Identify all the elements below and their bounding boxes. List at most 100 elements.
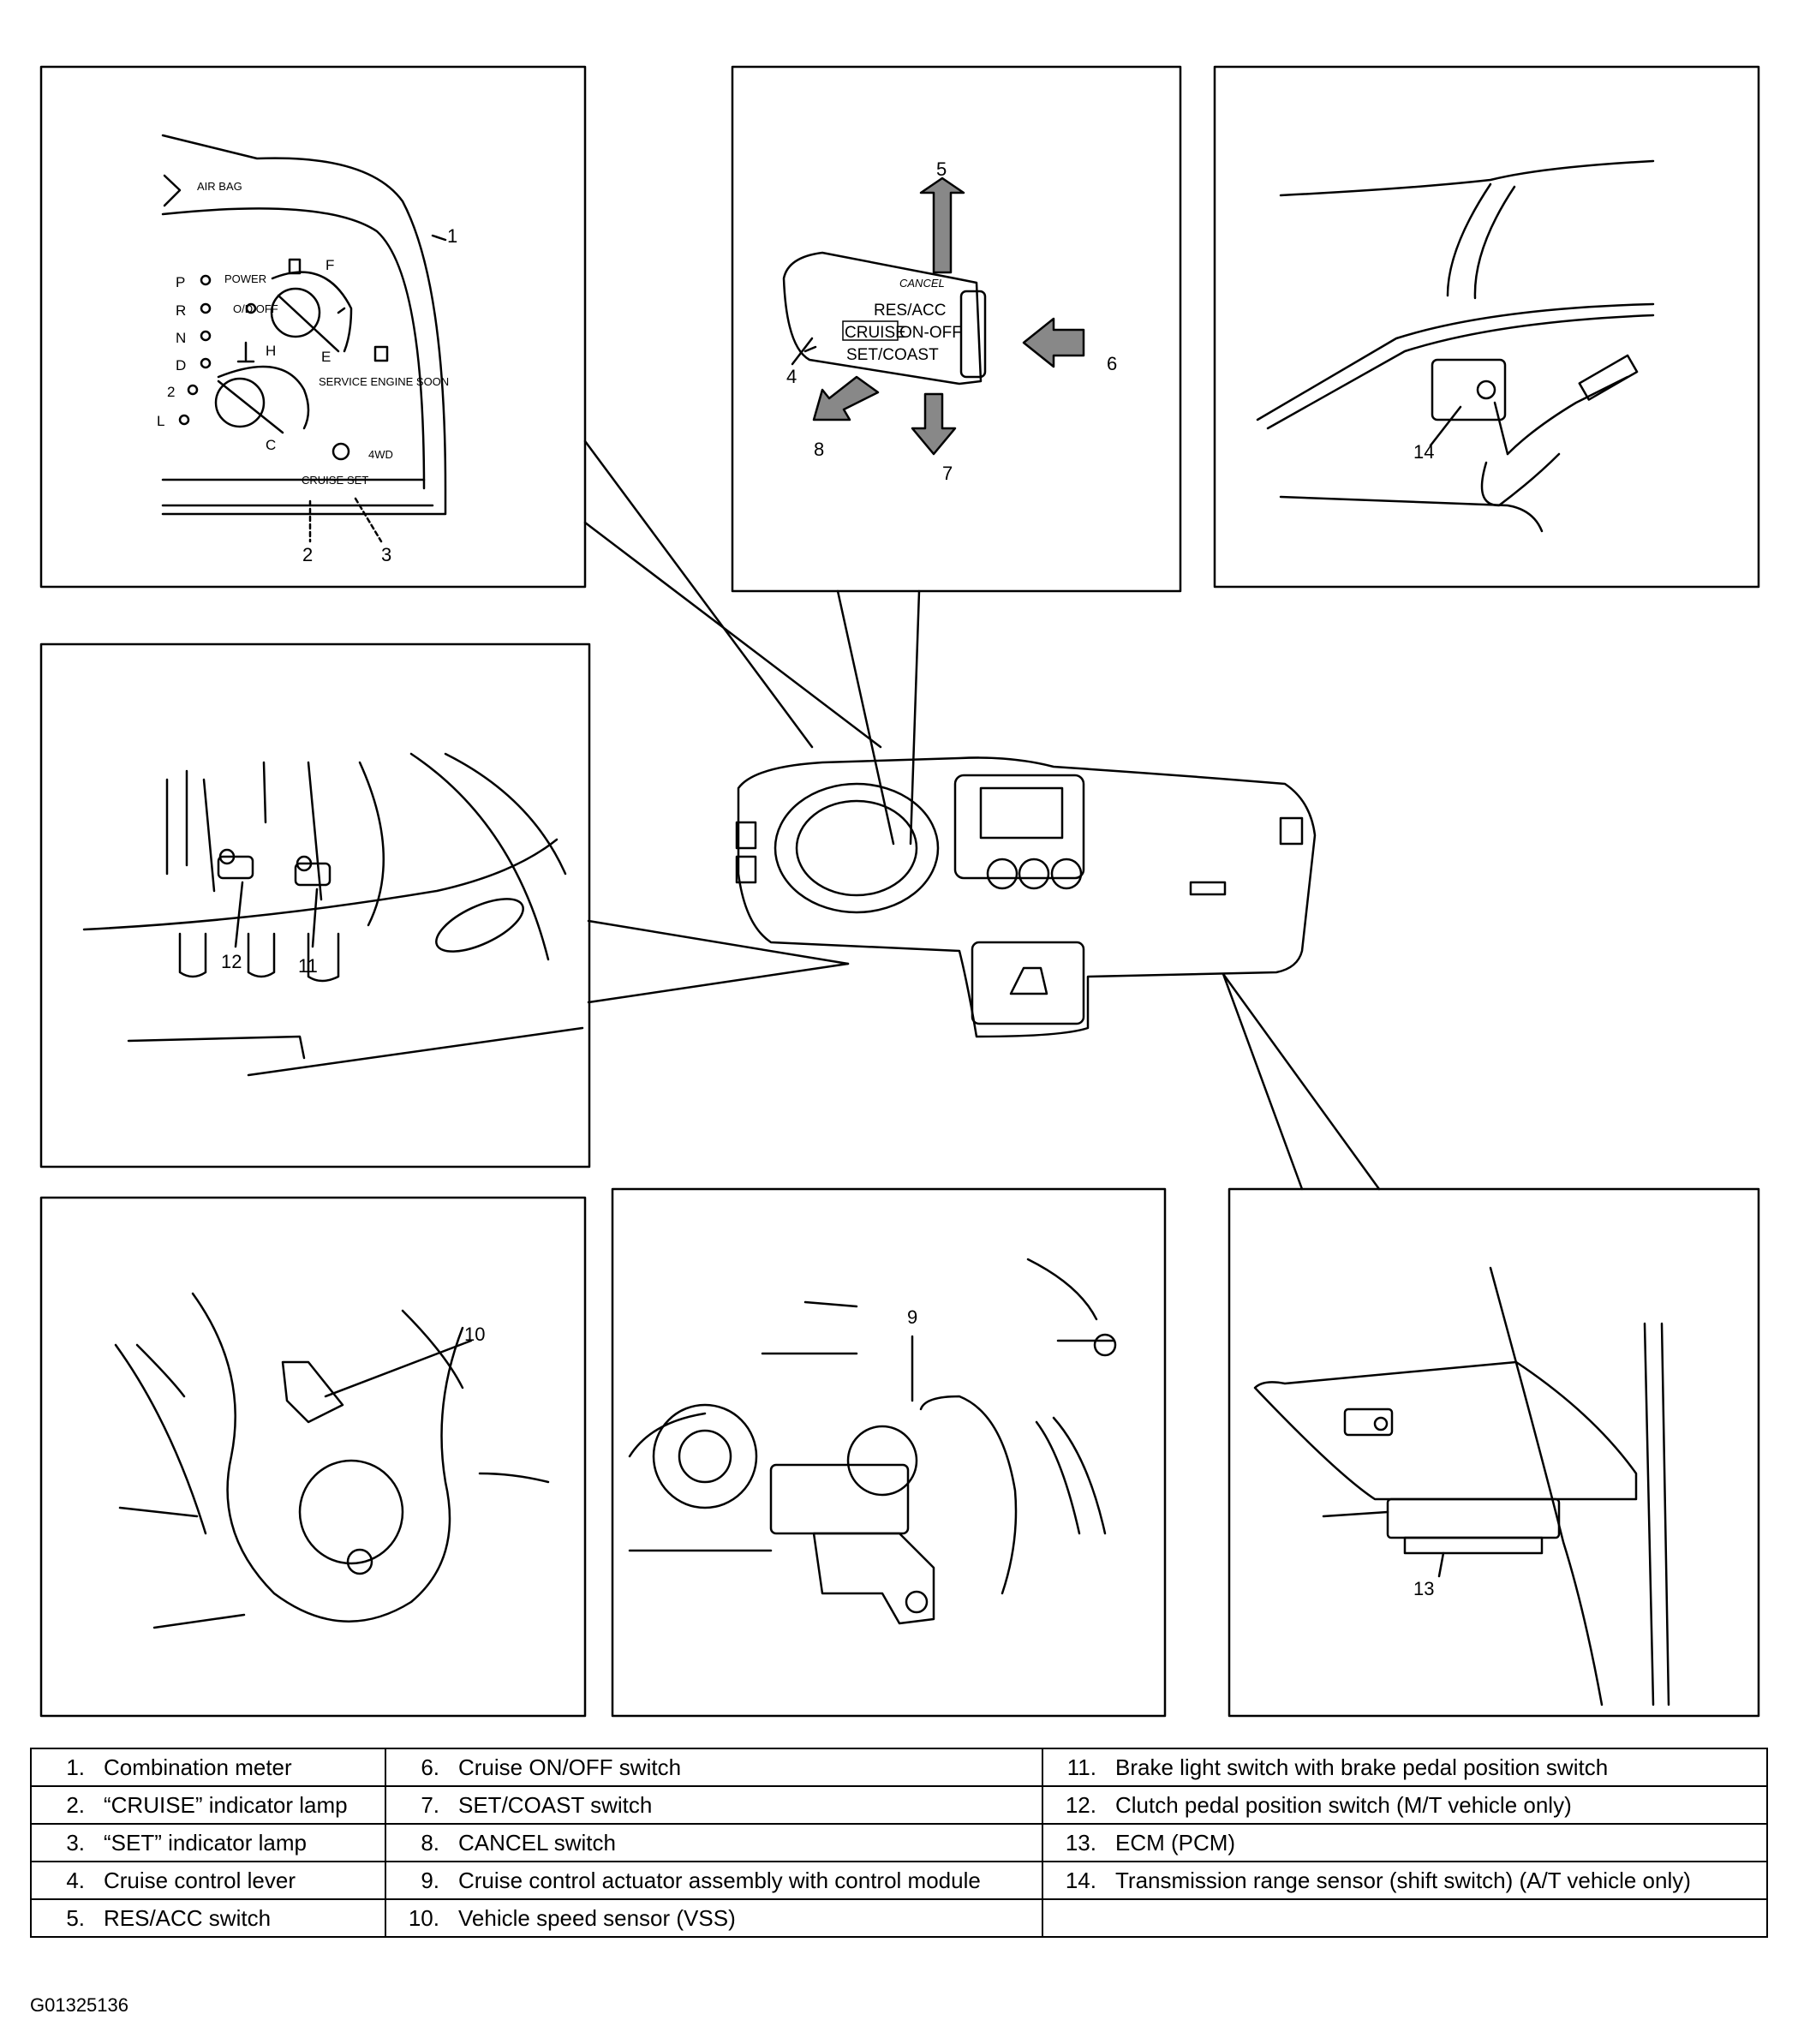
legend-cell: 11. Brake light switch with brake pedal p… [1042,1748,1768,1787]
legend-number: 13. [1065,1829,1096,1856]
actuator-drawing [628,1258,1117,1625]
od-off-text: O/D OFF [233,302,278,315]
gear-2: 2 [167,384,175,400]
cruise-indicator-text: CRUISE [302,474,343,487]
callout-6: 6 [1107,353,1117,374]
legend-number: 5. [66,1904,85,1931]
legend-text: CANCEL switch [458,1829,616,1856]
legend-number: 12. [1065,1791,1096,1818]
callout-8: 8 [814,439,824,460]
ecm-panel [1228,1187,1760,1718]
pedal-switches-drawing [82,752,584,1077]
legend-cell: 2.“CRUISE” indicator lamp [30,1785,386,1825]
cruise-text: CRUISE [845,324,906,342]
vss-drawing [114,1292,550,1629]
res-acc-text: RES/ACC [874,302,946,320]
legend-text: Brake light switch with brake pedal posi… [1115,1754,1609,1780]
legend-number: 4. [66,1867,85,1893]
set-coast-arrow-down-icon [911,392,957,456]
legend-number: 3. [66,1829,85,1856]
legend-cell: 3.“SET” indicator lamp [30,1823,386,1862]
res-acc-arrow-up-icon [919,176,965,274]
trans-sensor-panel [1213,65,1760,589]
on-off-push-arrow-icon [1022,317,1085,368]
fuel-e-text: E [321,349,331,365]
gear-d: D [176,357,186,374]
legend-table: 1. Combination meter 6. Cruise ON/OFF switc… [30,1748,1768,1938]
callout-10: 10 [464,1324,485,1345]
legend-number: 1. [66,1754,85,1780]
legend-cell: 5.RES/ACC switch [30,1898,386,1938]
lever-panel [731,65,1182,593]
legend-number: 6. [421,1754,439,1780]
gear-l: L [157,413,164,429]
set-coast-text: SET/COAST [846,346,939,364]
legend-cell: 7. SET/COAST switch [385,1785,1043,1825]
callout-2: 2 [302,544,313,565]
legend-text: Clutch pedal position switch (M/T vehicl… [1115,1791,1572,1818]
legend-row: 2.“CRUISE” indicator lamp 7. SET/COAST swi… [30,1785,1768,1825]
legend-cell: 8. CANCEL switch [385,1823,1043,1862]
legend-number: 10. [408,1904,439,1931]
actuator-panel [611,1187,1167,1718]
leader-lines [583,439,1381,1191]
dashboard-drawing [735,756,1317,1038]
legend-cell: 6. Cruise ON/OFF switch [385,1748,1043,1787]
legend-text: Combination meter [104,1754,292,1780]
legend-text: ECM (PCM) [1115,1829,1236,1856]
legend-cell: 9. Cruise control actuator assembly with … [385,1861,1043,1900]
gear-p: P [176,274,185,290]
legend-number: 7. [421,1791,439,1818]
callout-3: 3 [381,544,391,565]
temp-h-text: H [266,343,276,359]
legend-number: 11. [1066,1754,1096,1780]
pedal-switch-panel [39,642,591,1168]
callout-9: 9 [907,1306,917,1328]
legend-number: 8. [421,1829,439,1856]
callout-12: 12 [221,951,242,972]
legend-number: 9. [421,1867,439,1893]
legend-text: Cruise control lever [104,1867,296,1893]
legend-text: “CRUISE” indicator lamp [104,1791,348,1818]
legend-row: 3.“SET” indicator lamp 8. CANCEL switch 13.… [30,1823,1768,1862]
service-engine-soon-text: SERVICE ENGINE SOON [319,375,449,388]
lever-labels: 5 6 7 8 4 CANCEL RES/ACC CRUISE ON-OFF S… [786,158,1117,484]
callout-1: 1 [447,225,457,247]
fuel-f-text: F [326,257,334,273]
legend-text: Vehicle speed sensor (VSS) [458,1904,736,1931]
temp-c-text: C [266,437,276,453]
legend-text: Cruise ON/OFF switch [458,1754,682,1780]
legend-cell [1042,1898,1768,1938]
legend-text: SET/COAST switch [458,1791,653,1818]
combination-meter-drawing [161,134,447,543]
airbag-text: AIR BAG [197,180,242,193]
vss-panel [39,1196,587,1718]
legend-number: 14. [1065,1867,1096,1893]
set-indicator-text: SET [347,474,368,487]
legend-cell: 1. Combination meter [30,1748,386,1787]
legend-cell: 13. ECM (PCM) [1042,1823,1768,1862]
callout-14: 14 [1413,441,1434,463]
callout-5: 5 [936,158,947,180]
gear-n: N [176,330,186,346]
legend-text: Transmission range sensor (shift switch)… [1115,1867,1691,1893]
cancel-text: CANCEL [899,277,945,290]
ecm-drawing [1253,1266,1670,1706]
legend-row: 4. Cruise control lever 9. Cruise control a… [30,1861,1768,1900]
4wd-indicator-text: 4WD [368,448,393,461]
cancel-pull-arrow-icon [812,375,880,421]
legend-cell: 4. Cruise control lever [30,1861,386,1900]
meter-panel [39,65,587,589]
legend-cell: 14. Transmission range sensor (shift swit… [1042,1861,1768,1900]
figure-code: G01325136 [30,1994,128,2016]
legend-text: Cruise control actuator assembly with co… [458,1867,981,1893]
callout-4: 4 [786,366,797,387]
legend-cell: 12. Clutch pedal position switch (M/T veh… [1042,1785,1768,1825]
legend-cell: 10. Vehicle speed sensor (VSS) [385,1898,1043,1938]
callout-11: 11 [298,955,318,977]
callout-7: 7 [942,463,953,484]
on-off-text: ON-OFF [899,324,962,342]
meter-labels: 1 2 3 P R N D 2 L AIR BAG POWER O/D OFF … [157,180,457,565]
power-text: POWER [224,272,266,285]
